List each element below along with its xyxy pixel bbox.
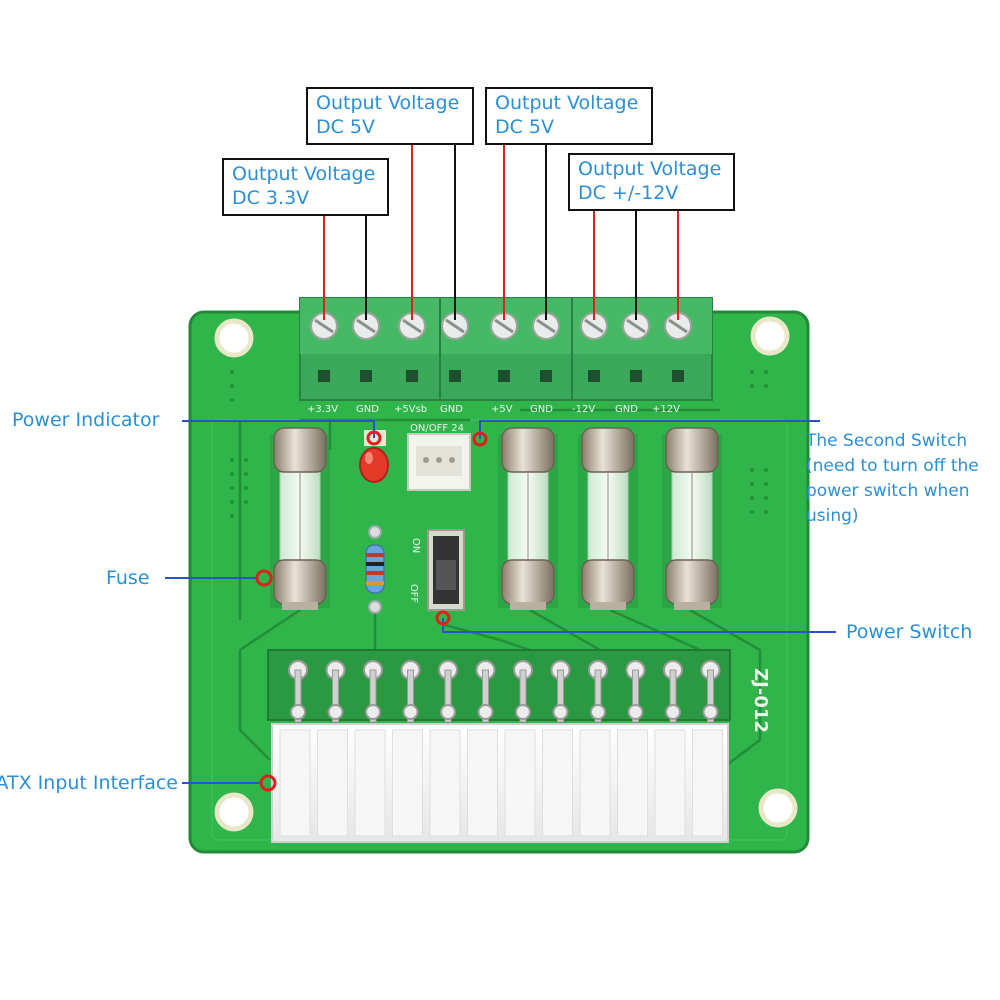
label-second-switch-line2: (need to turn off the: [806, 456, 979, 476]
terminal-screw: [622, 312, 650, 382]
atx-pin: [550, 660, 571, 723]
label-second-switch: The Second Switch (need to turn off the …: [806, 429, 979, 529]
callout-box-5vsb-line1: Output Voltage: [316, 92, 460, 114]
terminal-label-4: GND: [440, 404, 463, 415]
terminal-screw: [398, 312, 426, 382]
atx-socket-cell: [692, 729, 723, 837]
header-label: ON/OFF 24: [410, 423, 464, 434]
atx-socket-cell: [279, 729, 311, 837]
label-power-switch: Power Switch: [846, 621, 973, 643]
terminal-label-7: -12V: [572, 404, 596, 415]
atx-socket-cell: [429, 729, 461, 837]
atx-pin: [700, 660, 721, 723]
terminal-label-9: +12V: [652, 404, 680, 415]
marker-circles: [255, 430, 488, 792]
atx-pin: [288, 660, 308, 723]
atx-socket-cell: [317, 729, 348, 837]
callout-box-3v3-line1: Output Voltage: [232, 163, 376, 185]
atx-socket-cell: [542, 729, 573, 837]
atx-pin: [475, 660, 496, 723]
terminal-label-1: +3.3V: [307, 404, 339, 415]
atx-pin: [588, 660, 608, 723]
terminal-screw: [490, 312, 518, 382]
atx-pin: [400, 660, 421, 723]
callout-box-5v-line1: Output Voltage: [495, 92, 639, 114]
callout-box-12v-line1: Output Voltage: [578, 158, 722, 180]
label-power-indicator: Power Indicator: [12, 409, 160, 431]
fuse: [270, 427, 330, 610]
atx-connector: [267, 649, 731, 843]
label-atx-input: ATX Input Interface: [0, 772, 178, 794]
resistor: [365, 525, 385, 614]
fuse: [498, 427, 558, 610]
switch-on-label: ON: [410, 537, 422, 554]
atx-pin: [438, 660, 458, 723]
atx-pin: [363, 660, 383, 723]
callout-leader-lines: [323, 145, 679, 320]
atx-socket-cell: [617, 729, 648, 837]
callout-box-5v: Output Voltage DC 5V: [485, 87, 653, 145]
label-second-switch-line4: using): [806, 506, 859, 526]
callout-box-3v3-line2: DC 3.3V: [232, 187, 310, 209]
callout-box-5vsb: Output Voltage DC 5V: [306, 87, 474, 145]
fuse: [578, 427, 638, 610]
switch-off-label: OFF: [408, 583, 420, 604]
power-switch-body: [427, 529, 465, 611]
label-second-switch-line3: power switch when: [806, 481, 970, 501]
callout-box-5vsb-line2: DC 5V: [316, 116, 376, 138]
atx-socket-cell: [654, 729, 686, 837]
fuse: [662, 427, 722, 610]
fuse-holders: [270, 427, 722, 610]
atx-pin: [663, 660, 683, 723]
terminal-label-3: +5Vsb: [394, 404, 428, 415]
atx-pin: [513, 660, 533, 723]
callout-box-5v-line2: DC 5V: [495, 116, 555, 138]
second-switch-header: [407, 433, 471, 491]
atx-socket-cell: [504, 729, 536, 837]
terminal-screws: [310, 312, 692, 382]
atx-pin: [325, 660, 346, 723]
mounting-holes: [214, 316, 798, 832]
terminal-screw: [441, 312, 469, 382]
atx-socket-cell: [467, 729, 498, 837]
atx-socket-cell: [392, 729, 423, 837]
callout-box-3v3: Output Voltage DC 3.3V: [222, 158, 389, 216]
atx-pin: [625, 660, 646, 723]
label-fuse: Fuse: [106, 567, 150, 589]
model-label: ZJ-012: [749, 668, 771, 733]
terminal-label-2: GND: [356, 404, 379, 415]
label-second-switch-line1: The Second Switch: [806, 431, 968, 451]
callout-box-12v-line2: DC +/-12V: [578, 182, 679, 204]
terminal-label-6: GND: [530, 404, 553, 415]
callout-box-12v: Output Voltage DC +/-12V: [568, 153, 735, 211]
atx-socket-cell: [579, 729, 611, 837]
atx-socket-cell: [354, 729, 386, 837]
terminal-label-5: +5V: [491, 404, 513, 415]
terminal-label-8: GND: [615, 404, 638, 415]
